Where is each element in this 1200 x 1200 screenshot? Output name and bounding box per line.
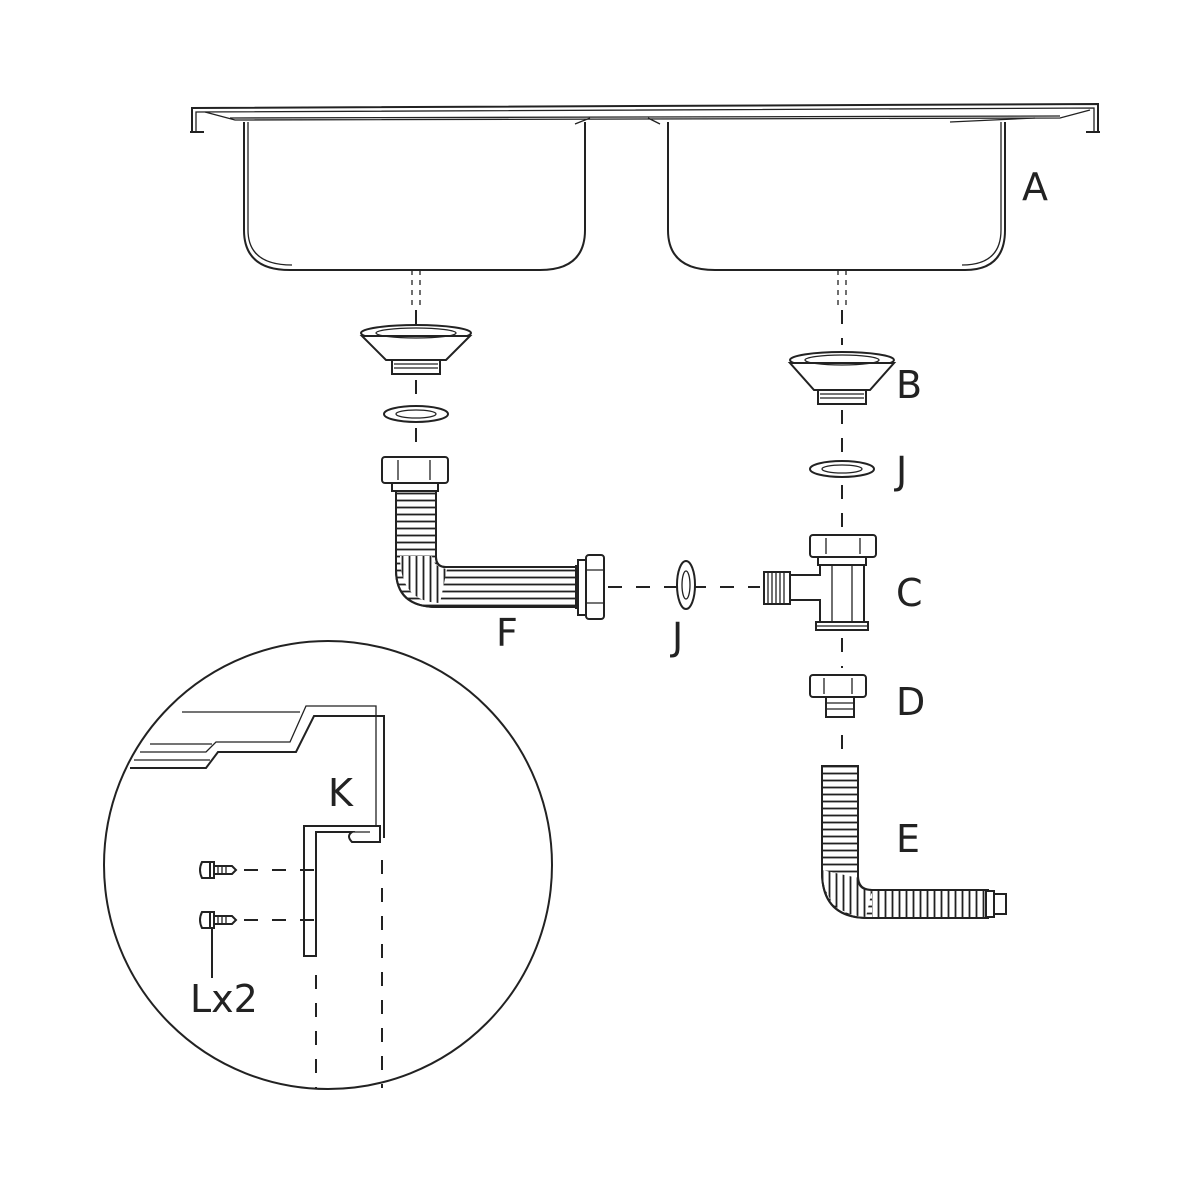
strainer-left [359,324,473,375]
flex-pipe-part-f [381,456,605,620]
label-j-bottom: J [670,615,683,659]
label-d: D [896,680,925,724]
washer-left [383,405,449,423]
clip-part-k [303,825,381,957]
nut-adapter-part-d [809,674,867,718]
outlet-hose-part-e [821,765,1007,919]
label-b: B [896,363,922,407]
right-drain-stack [787,310,897,530]
detail-circle [103,640,553,1090]
label-e: E [896,817,920,861]
label-j-top: J [894,449,907,493]
label-a: A [1022,165,1048,209]
label-k: K [328,771,354,815]
label-f: F [496,611,518,655]
label-lx2: Lx2 [190,977,258,1021]
left-drain-stack [359,310,473,452]
tee-connector-part-c [763,534,877,631]
label-c: C [896,571,923,615]
screw-l-top [199,861,238,879]
screw-l-bottom [199,911,238,929]
strainer-right [787,351,897,405]
sink-part-a [190,102,1100,305]
washer-horizontal [676,560,696,610]
washer-right [809,460,875,478]
